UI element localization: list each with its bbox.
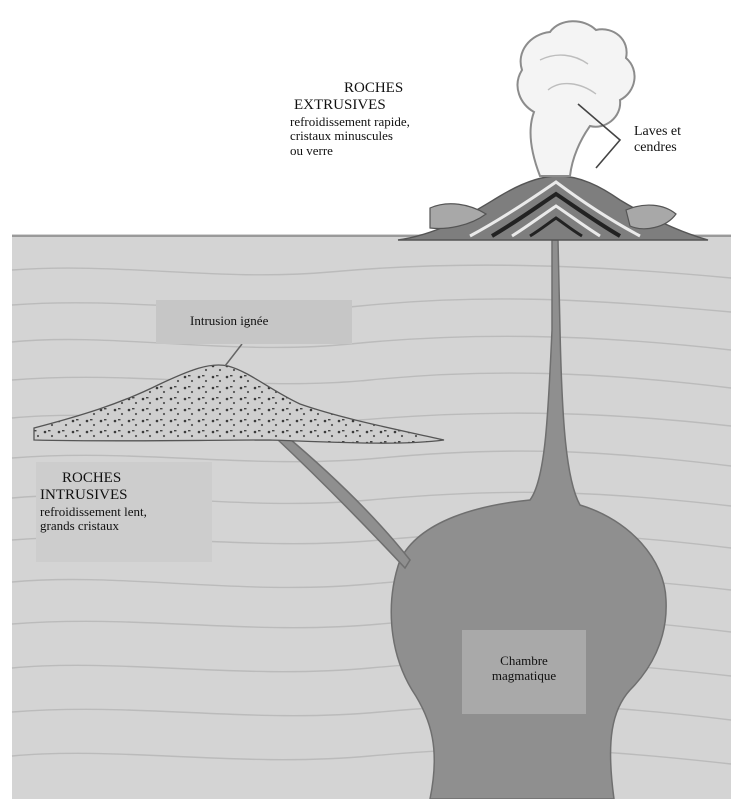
chamber-line-2: magmatique: [472, 669, 576, 684]
extrusive-label: ROCHES EXTRUSIVES refroidissement rapide…: [290, 80, 410, 159]
intrusive-desc-2: grands cristaux: [40, 519, 147, 534]
intrusive-desc-1: refroidissement lent,: [40, 505, 147, 520]
extrusive-title-1: ROCHES: [290, 80, 410, 97]
extrusive-desc-3: ou verre: [290, 144, 410, 159]
lava-line-2: cendres: [634, 140, 681, 156]
intrusive-title-2: INTRUSIVES: [40, 487, 147, 504]
extrusive-title-2: EXTRUSIVES: [290, 97, 410, 114]
lava-line-1: Laves et: [634, 124, 681, 140]
extrusive-desc-1: refroidissement rapide,: [290, 115, 410, 130]
chamber-line-1: Chambre: [472, 654, 576, 669]
intrusive-title-1: ROCHES: [40, 470, 147, 487]
intrusion-label: Intrusion ignée: [190, 314, 268, 329]
intrusion-text: Intrusion ignée: [190, 314, 268, 329]
lava-ash-label: Laves et cendres: [634, 124, 681, 156]
magma-chamber-label: Chambre magmatique: [472, 654, 576, 684]
extrusive-desc-2: cristaux minuscules: [290, 129, 410, 144]
intrusive-label: ROCHES INTRUSIVES refroidissement lent, …: [40, 470, 147, 534]
